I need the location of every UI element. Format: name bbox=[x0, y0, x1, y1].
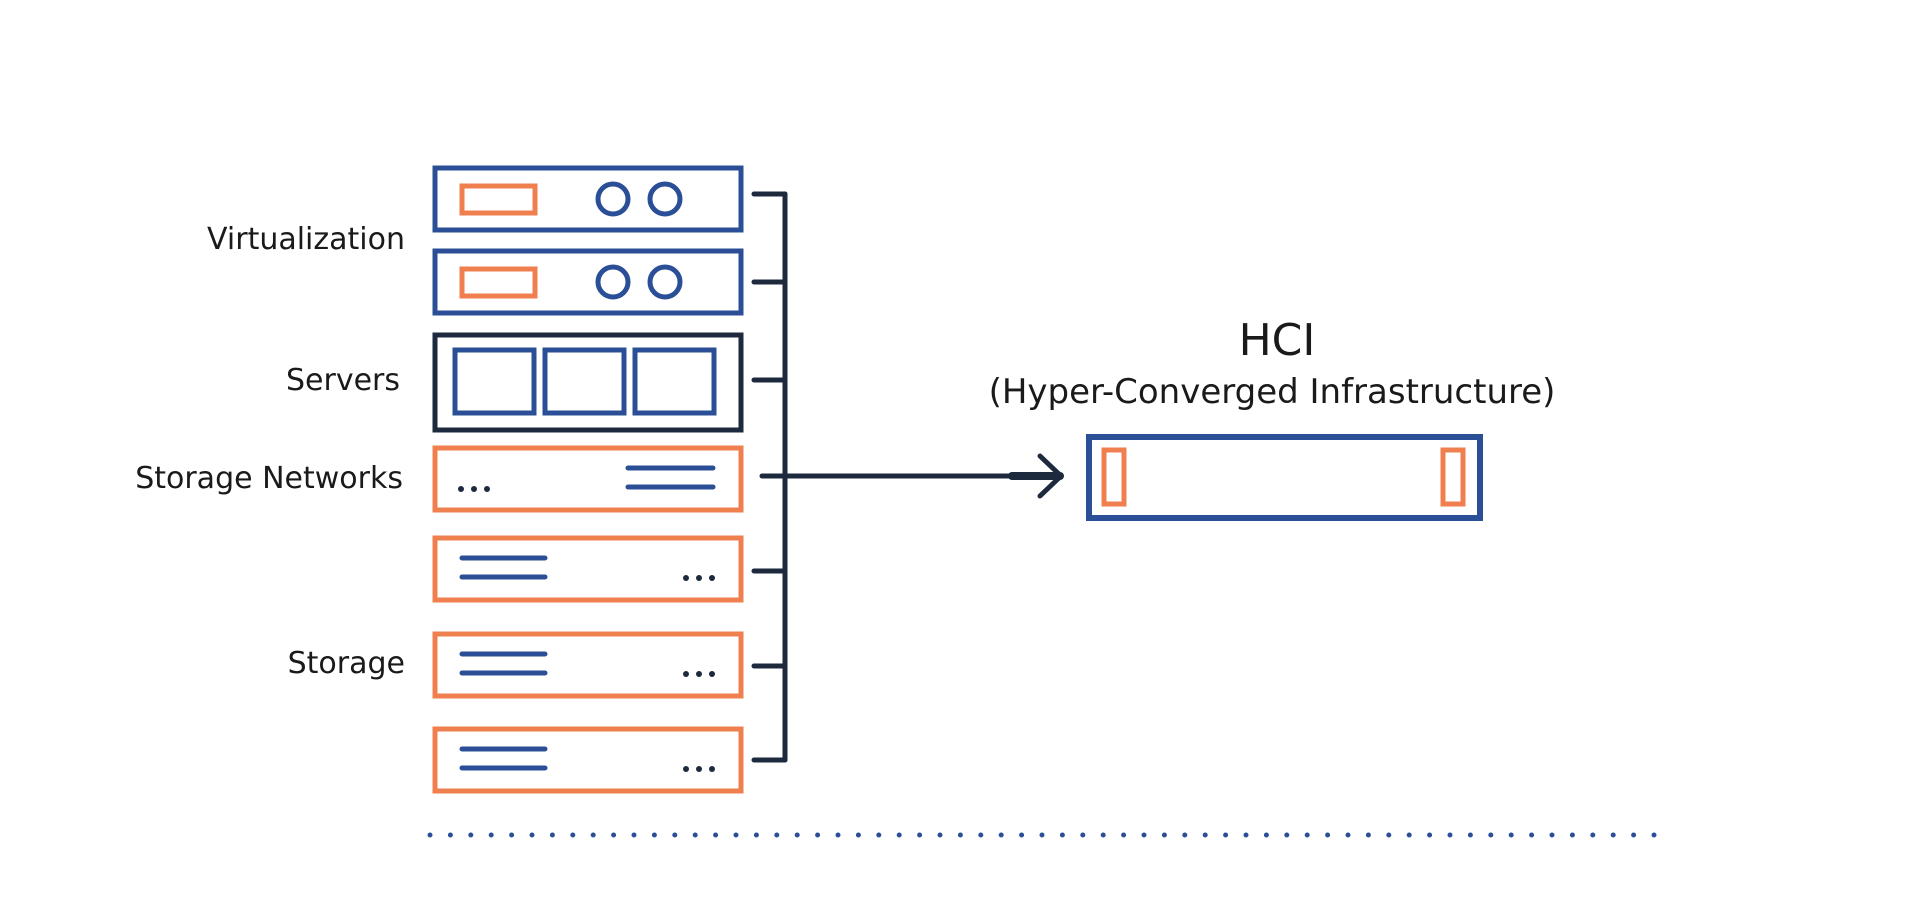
servers-unit bbox=[432, 332, 744, 433]
hci-title: HCI bbox=[1239, 315, 1316, 366]
storage-unit-3 bbox=[432, 726, 744, 794]
virtualization-unit-2 bbox=[432, 248, 744, 316]
virtualization-unit-1 bbox=[432, 165, 744, 233]
hci-unit bbox=[1086, 434, 1483, 521]
label-storage-networks: Storage Networks bbox=[135, 461, 403, 496]
storage-networks-unit bbox=[432, 445, 744, 513]
hci-subtitle: (Hyper-Converged Infrastructure) bbox=[989, 372, 1556, 412]
label-virtualization: Virtualization bbox=[207, 222, 405, 257]
storage-unit-2 bbox=[432, 631, 744, 699]
arrow-to-hci bbox=[759, 453, 1064, 499]
label-servers: Servers bbox=[286, 363, 400, 398]
storage-unit-1 bbox=[432, 535, 744, 603]
label-storage: Storage bbox=[288, 646, 405, 681]
